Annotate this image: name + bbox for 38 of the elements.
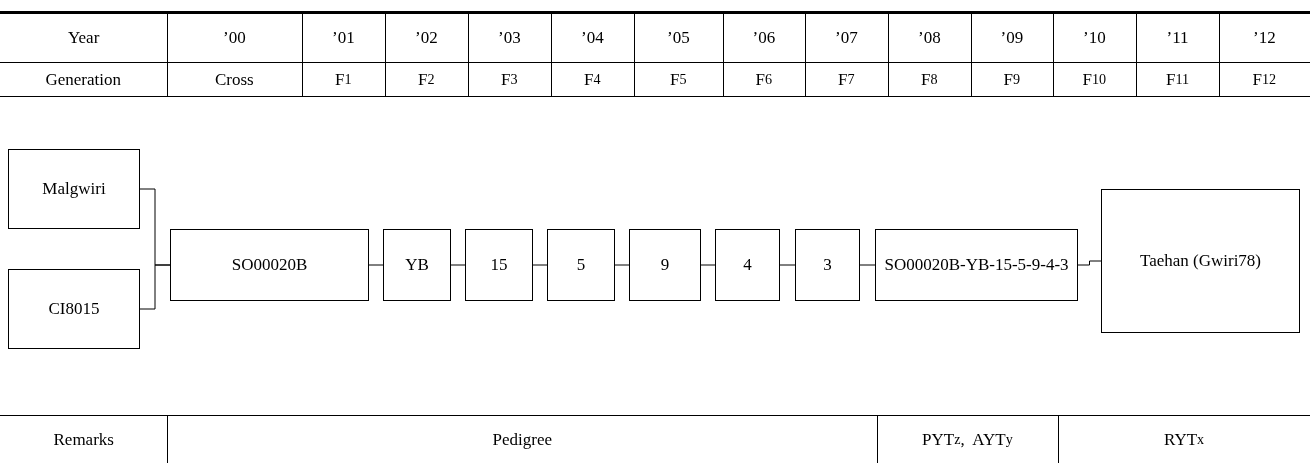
table-cell-text: ’05 (667, 28, 690, 48)
connector-line (614, 264, 630, 266)
table-cell-text: Pedigree (492, 429, 552, 450)
variety-box: CI8015 (8, 269, 140, 349)
variety-box: 3 (795, 229, 860, 301)
connector-line (779, 264, 796, 266)
table-cell-text: ’11 (1166, 28, 1189, 48)
variety-box: YB (383, 229, 451, 301)
table-cell-text: ’00 (223, 28, 246, 48)
variety-box: Malgwiri (8, 149, 140, 229)
table-cell-text: ’06 (752, 28, 776, 48)
connector-line (368, 264, 384, 266)
table-cell-text: ’09 (1000, 28, 1024, 48)
table-cell-text: Remarks (53, 429, 114, 450)
table-cell-text: ’07 (835, 28, 858, 48)
connector-line (139, 264, 171, 310)
variety-box: SO00020B-YB-15-5-9-4-3 (875, 229, 1078, 301)
table-cell-text: ’10 (1083, 28, 1106, 48)
variety-box: Taehan (Gwiri78) (1101, 189, 1300, 333)
connector-line (532, 264, 548, 266)
variety-box: SO00020B (170, 229, 369, 301)
table-cell-text: Generation (45, 69, 122, 90)
variety-box: 9 (629, 229, 701, 301)
variety-box: 15 (465, 229, 533, 301)
table-cell-text: ’02 (415, 28, 438, 48)
table-cell-text: ’01 (332, 28, 355, 48)
connector-line (859, 264, 876, 266)
table-cell-text: ’12 (1253, 28, 1276, 48)
variety-box: 4 (715, 229, 780, 301)
connector-line (1077, 260, 1102, 266)
table-cell-text: ’04 (581, 28, 604, 48)
connector-line (450, 264, 466, 266)
table-cell-text: Cross (215, 69, 254, 90)
connector-line (700, 264, 716, 266)
table-cell-text: ’03 (498, 28, 521, 48)
table-cell-text: ’08 (918, 28, 941, 48)
table-cell-text: Year (68, 28, 100, 48)
variety-box: 5 (547, 229, 615, 301)
